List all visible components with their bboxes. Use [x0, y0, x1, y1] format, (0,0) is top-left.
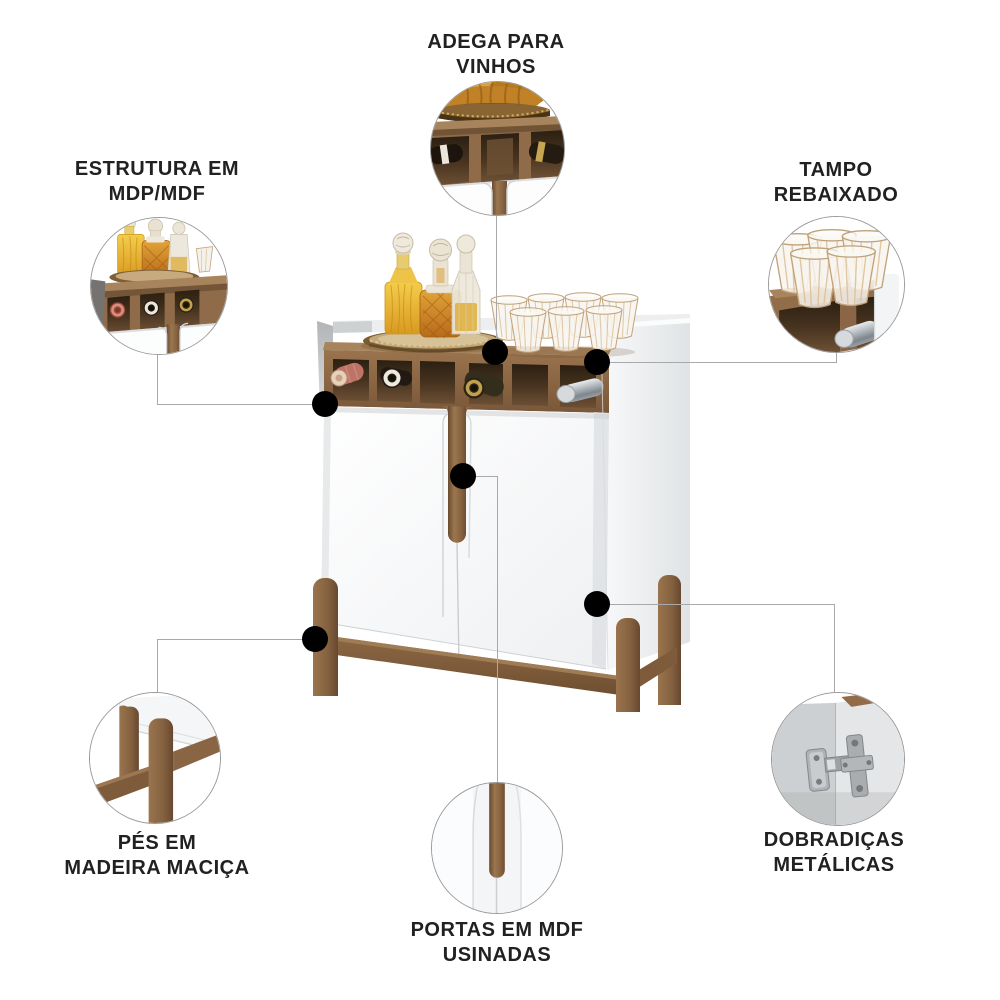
label-line: PÉS EM	[117, 832, 197, 854]
decanter-yellow	[384, 232, 423, 335]
connector-line-pes-h	[157, 639, 316, 640]
callout-label-adega: ADEGA PARA VINHOS	[366, 30, 626, 80]
callout-circle-pes	[89, 692, 221, 824]
label-line: ADEGA PARA	[427, 31, 565, 53]
callout-circle-dobradicas	[771, 692, 905, 826]
label-line: DOBRADIÇAS	[763, 829, 905, 851]
decanter-amber	[419, 238, 462, 339]
callout-circle-tampo	[768, 216, 905, 353]
connector-line-estrutura-h	[157, 404, 326, 405]
marker-dot-dobradicas	[584, 591, 610, 617]
marker-dot-adega	[482, 339, 508, 365]
label-line: VINHOS	[456, 56, 536, 78]
marker-dot-tampo	[584, 349, 610, 375]
label-line: REBAIXADO	[773, 184, 899, 206]
callout-circle-portas	[431, 782, 563, 914]
wine-bottle-chrome	[556, 378, 604, 403]
connector-line-dobradicas-h	[597, 604, 835, 605]
decanter-clear	[451, 234, 481, 335]
callout-label-tampo: TAMPO REBAIXADO	[706, 158, 966, 208]
label-line: TAMPO	[799, 159, 873, 181]
wood-base-legs	[313, 575, 681, 712]
connector-line-adega	[496, 215, 497, 352]
callout-circle-estrutura	[90, 217, 228, 355]
callout-label-dobradicas: DOBRADIÇAS METÁLICAS	[694, 828, 974, 878]
label-line: METÁLICAS	[773, 854, 895, 876]
connector-line-portas-h	[463, 476, 498, 477]
connector-line-estrutura-v	[157, 353, 158, 405]
label-line: ESTRUTURA EM	[74, 158, 240, 180]
connector-line-pes-v	[157, 639, 158, 693]
connector-line-portas-v	[497, 476, 498, 782]
serving-tray	[361, 329, 505, 353]
wine-bottle-gold-label	[463, 370, 504, 399]
callout-label-estrutura: ESTRUTURA EM MDP/MDF	[27, 157, 287, 207]
wine-rack	[323, 342, 612, 413]
crystal-glasses	[490, 292, 639, 358]
callout-circle-adega	[430, 81, 565, 216]
callout-label-pes: PÉS EM MADEIRA MACIÇA	[17, 831, 297, 881]
connector-line-dobradicas-v	[834, 604, 835, 693]
marker-dot-pes	[302, 626, 328, 652]
label-line: PORTAS EM MDF	[410, 919, 584, 941]
marker-dot-portas	[450, 463, 476, 489]
wine-bottle-white-label	[380, 367, 413, 388]
metal-hinge	[805, 734, 874, 798]
label-line: MADEIRA MACIÇA	[64, 857, 250, 879]
marker-dot-estrutura	[312, 391, 338, 417]
label-line: MDP/MDF	[108, 183, 206, 205]
callout-label-portas: PORTAS EM MDF USINADAS	[347, 918, 647, 968]
connector-line-tampo-v	[836, 351, 837, 363]
connector-line-tampo-h	[597, 362, 837, 363]
label-line: USINADAS	[442, 944, 552, 966]
